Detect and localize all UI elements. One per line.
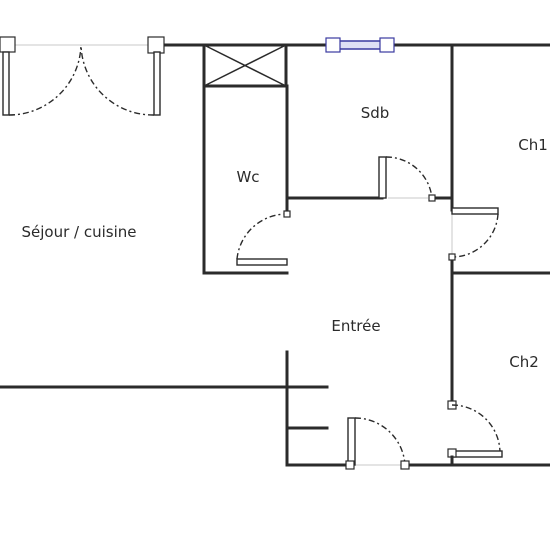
door-sdb [378, 156, 436, 202]
wc-walls [202, 84, 289, 275]
door-wc [236, 210, 291, 266]
room-label-ch2: Ch2 [509, 353, 539, 371]
room-label-ch1: Ch1 [518, 136, 548, 154]
door-ch2 [447, 400, 503, 467]
room-label-wc: Wc [236, 168, 260, 186]
door-entree [345, 417, 410, 470]
central-partition [450, 43, 550, 402]
window-sdb [325, 37, 395, 53]
window-sejour [0, 36, 165, 116]
room-label-sdb: Sdb [360, 104, 390, 122]
ventilation-shaft [202, 43, 288, 88]
entrance-walls [0, 350, 550, 467]
door-ch1 [448, 207, 499, 261]
room-label-entree: Entrée [331, 317, 381, 335]
room-label-sejour: Séjour / cuisine [21, 223, 137, 241]
